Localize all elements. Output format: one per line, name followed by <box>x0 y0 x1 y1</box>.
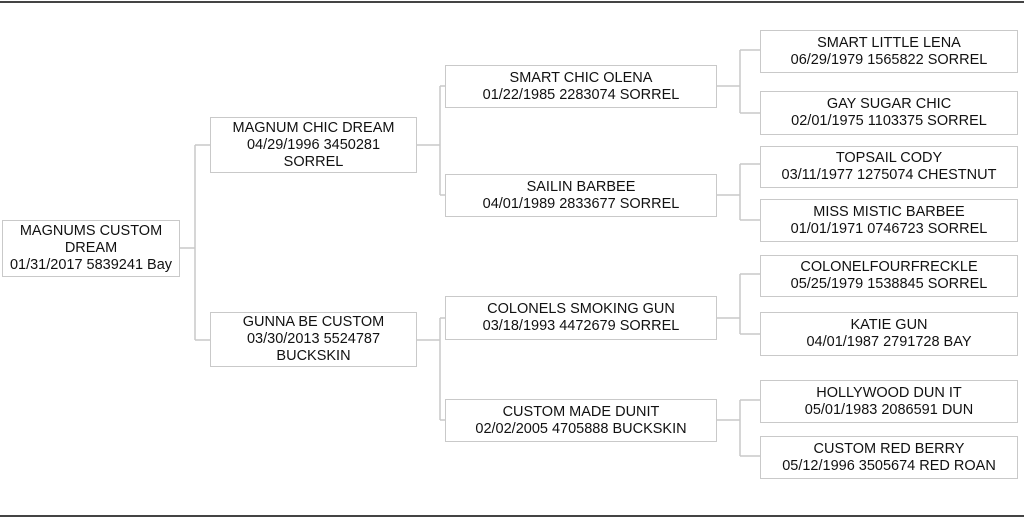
horse-details: 06/29/1979 1565822 SORREL <box>790 51 988 68</box>
horse-great-grandparent: SMART LITTLE LENA 06/29/1979 1565822 SOR… <box>760 30 1018 73</box>
horse-name: HOLLYWOOD DUN IT <box>816 384 962 401</box>
horse-name: GAY SUGAR CHIC <box>826 96 952 112</box>
horse-dam-sire: COLONELS SMOKING GUN 03/18/1993 4472679 … <box>445 296 717 340</box>
horse-details: 04/29/1996 3450281 <box>246 136 381 153</box>
horse-details: 04/01/1989 2833677 SORREL <box>482 195 680 212</box>
horse-details: 03/30/2013 5524787 <box>246 331 381 347</box>
horse-subject: MAGNUMS CUSTOM DREAM 01/31/2017 5839241 … <box>2 220 180 277</box>
horse-dam-dam: CUSTOM MADE DUNIT 02/02/2005 4705888 BUC… <box>445 399 717 442</box>
horse-name: SMART LITTLE LENA <box>817 34 961 51</box>
horse-name: COLONELFOURFRECKLE <box>800 259 978 275</box>
horse-details: 02/02/2005 4705888 BUCKSKIN <box>475 420 687 437</box>
horse-name: MAGNUM CHIC DREAM <box>232 119 395 136</box>
horse-details: 03/18/1993 4472679 SORREL <box>482 318 680 334</box>
horse-details: 01/31/2017 5839241 Bay <box>9 257 173 273</box>
horse-color: BUCKSKIN <box>276 348 351 364</box>
horse-great-grandparent: GAY SUGAR CHIC 02/01/1975 1103375 SORREL <box>760 91 1018 135</box>
horse-name: CUSTOM RED BERRY <box>813 440 965 457</box>
horse-details: 05/25/1979 1538845 SORREL <box>790 276 988 292</box>
bottom-border <box>0 515 1024 517</box>
horse-details: 01/01/1971 0746723 SORREL <box>790 220 988 237</box>
horse-dam: GUNNA BE CUSTOM 03/30/2013 5524787 BUCKS… <box>210 312 417 367</box>
horse-great-grandparent: KATIE GUN 04/01/1987 2791728 BAY <box>760 312 1018 356</box>
horse-name: CUSTOM MADE DUNIT <box>502 403 660 420</box>
horse-name: SAILIN BARBEE <box>526 178 636 195</box>
horse-color: SORREL <box>283 153 344 170</box>
horse-great-grandparent: TOPSAIL CODY 03/11/1977 1275074 CHESTNUT <box>760 146 1018 188</box>
horse-name: MISS MISTIC BARBEE <box>813 203 965 220</box>
horse-name-line1: MAGNUMS CUSTOM <box>19 223 163 239</box>
horse-sire-sire: SMART CHIC OLENA 01/22/1985 2283074 SORR… <box>445 65 717 108</box>
top-border <box>0 1 1024 3</box>
horse-great-grandparent: HOLLYWOOD DUN IT 05/01/1983 2086591 DUN <box>760 380 1018 423</box>
horse-name: KATIE GUN <box>850 317 928 333</box>
horse-name: COLONELS SMOKING GUN <box>487 301 675 317</box>
horse-details: 03/11/1977 1275074 CHESTNUT <box>781 167 997 183</box>
horse-name: GUNNA BE CUSTOM <box>242 314 385 330</box>
horse-great-grandparent: COLONELFOURFRECKLE 05/25/1979 1538845 SO… <box>760 255 1018 297</box>
horse-details: 01/22/1985 2283074 SORREL <box>482 86 680 103</box>
horse-sire-dam: SAILIN BARBEE 04/01/1989 2833677 SORREL <box>445 174 717 217</box>
horse-name: SMART CHIC OLENA <box>509 69 653 86</box>
horse-details: 05/01/1983 2086591 DUN <box>804 401 974 418</box>
horse-sire: MAGNUM CHIC DREAM 04/29/1996 3450281 SOR… <box>210 117 417 173</box>
horse-name-line2: DREAM <box>64 240 118 256</box>
horse-name: TOPSAIL CODY <box>835 150 943 166</box>
horse-details: 04/01/1987 2791728 BAY <box>806 334 972 350</box>
horse-great-grandparent: CUSTOM RED BERRY 05/12/1996 3505674 RED … <box>760 436 1018 479</box>
horse-details: 02/01/1975 1103375 SORREL <box>791 113 987 129</box>
horse-details: 05/12/1996 3505674 RED ROAN <box>782 457 996 474</box>
horse-great-grandparent: MISS MISTIC BARBEE 01/01/1971 0746723 SO… <box>760 199 1018 242</box>
